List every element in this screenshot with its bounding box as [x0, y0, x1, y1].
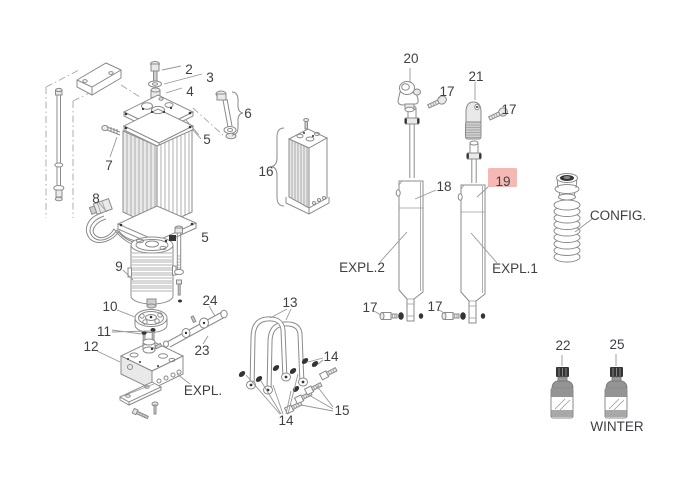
cylinder-19-bolt — [441, 312, 486, 320]
fitting-part-20 — [397, 81, 421, 113]
washer-part-3 — [148, 80, 162, 88]
part-label-14b[interactable]: 14 — [278, 413, 294, 428]
part-label-15[interactable]: 15 — [334, 403, 349, 418]
part-label-21[interactable]: 21 — [468, 69, 483, 84]
part-label-17c[interactable]: 17 — [362, 300, 377, 315]
part-label-5b[interactable]: 5 — [201, 230, 209, 245]
expl1-label[interactable]: EXPL.1 — [492, 261, 538, 276]
expl2-label[interactable]: EXPL.2 — [339, 260, 385, 275]
seals-part-14 — [238, 358, 319, 392]
part-label-7[interactable]: 7 — [105, 158, 113, 173]
part-label-17d[interactable]: 17 — [427, 299, 442, 314]
tie-rod — [53, 87, 65, 202]
part-label-18[interactable]: 18 — [436, 179, 451, 194]
highlight-19[interactable] — [488, 168, 517, 187]
cover-plate-screws — [131, 401, 159, 420]
wiring-harness-part-8 — [86, 197, 153, 251]
part-label-12[interactable]: 12 — [83, 339, 98, 354]
bolt-part-6 — [215, 90, 244, 140]
part-label-14a[interactable]: 14 — [323, 349, 339, 364]
part-label-10[interactable]: 10 — [102, 299, 117, 314]
cylinder-18-bolt — [379, 312, 424, 320]
motor-part-9 — [127, 235, 177, 309]
part-label-16[interactable]: 16 — [258, 164, 273, 179]
part-labels: 2 3 4 5 6 7 8 5 9 10 11 12 24 23 EXPL. 1… — [83, 51, 646, 434]
mounting-bracket — [76, 62, 122, 96]
part-label-13[interactable]: 13 — [282, 295, 297, 310]
cylinder-part-19 — [457, 140, 486, 324]
part-label-6[interactable]: 6 — [244, 106, 252, 121]
manifold-part-12 — [119, 338, 185, 390]
config-label[interactable]: CONFIG. — [590, 208, 646, 223]
cylinder-part-18 — [395, 105, 424, 322]
part-label-4[interactable]: 4 — [186, 84, 194, 99]
tubes-part-13 — [246, 316, 308, 395]
part-label-20[interactable]: 20 — [403, 51, 418, 66]
reservoir-tank — [122, 129, 193, 229]
oil-bottle-25-winter — [604, 367, 628, 419]
leader-lines — [96, 65, 617, 415]
part-label-25[interactable]: 25 — [609, 337, 624, 352]
motor-bolt — [174, 225, 184, 303]
part-label-3[interactable]: 3 — [206, 70, 214, 85]
part-label-11[interactable]: 11 — [97, 324, 111, 339]
cover-plate — [118, 381, 163, 406]
spring-config — [553, 173, 581, 263]
part-label-17b[interactable]: 17 — [501, 102, 516, 117]
part-label-22[interactable]: 22 — [555, 338, 570, 353]
part-label-17a[interactable]: 17 — [439, 84, 454, 99]
assembled-unit-part-16 — [270, 118, 330, 215]
part-label-23[interactable]: 23 — [194, 343, 209, 358]
part-label-5a[interactable]: 5 — [203, 132, 211, 147]
coupling-part-10 — [134, 309, 168, 333]
part-label-19-highlighted[interactable]: 19 — [495, 174, 510, 189]
bolt-part-2 — [150, 61, 160, 82]
part-label-24[interactable]: 24 — [202, 293, 218, 308]
linkage-parts-23-24 — [150, 309, 228, 351]
oil-bottle-22 — [550, 367, 574, 419]
part-label-9[interactable]: 9 — [115, 259, 123, 274]
part-label-8[interactable]: 8 — [92, 191, 100, 206]
expl-label[interactable]: EXPL. — [184, 383, 222, 398]
part-label-2[interactable]: 2 — [185, 62, 193, 77]
screw-part-7 — [101, 124, 121, 136]
winter-label: WINTER — [590, 419, 643, 434]
fitting-part-21 — [465, 101, 482, 140]
screw-17-upper-right — [487, 107, 508, 121]
